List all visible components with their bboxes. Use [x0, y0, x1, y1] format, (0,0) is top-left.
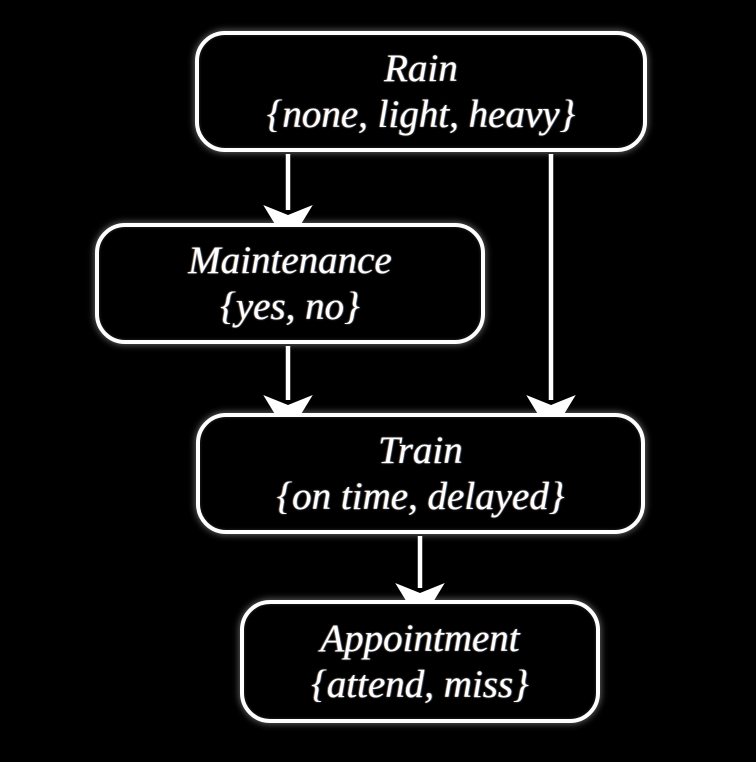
node-maintenance[interactable]: Maintenance {yes, no} — [95, 223, 485, 344]
node-maintenance-title: Maintenance — [188, 238, 392, 282]
node-rain-title: Rain — [384, 46, 458, 90]
node-train-states: {on time, delayed} — [276, 474, 565, 518]
node-train-title: Train — [378, 428, 463, 472]
node-maintenance-states: {yes, no} — [220, 284, 360, 328]
node-appointment-title: Appointment — [320, 616, 520, 660]
node-rain[interactable]: Rain {none, light, heavy} — [195, 31, 647, 152]
node-appointment-states: {attend, miss} — [311, 662, 529, 706]
node-rain-states: {none, light, heavy} — [266, 92, 576, 136]
node-train[interactable]: Train {on time, delayed} — [196, 413, 645, 534]
node-appointment[interactable]: Appointment {attend, miss} — [240, 600, 600, 723]
